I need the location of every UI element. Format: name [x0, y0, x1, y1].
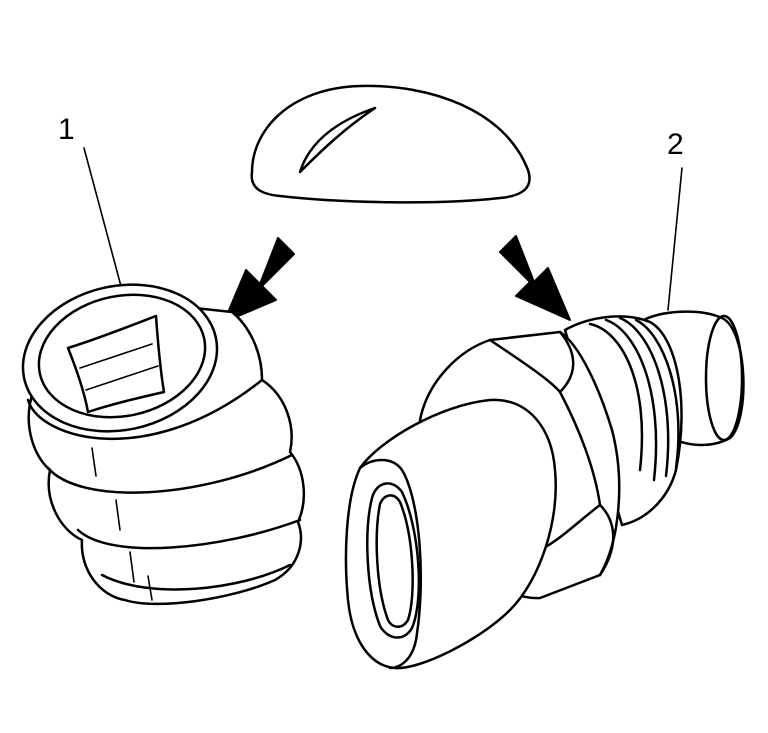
callout-label-2: 2 — [667, 128, 684, 161]
arrow-to-plug — [223, 237, 295, 323]
leader-line-2 — [667, 167, 683, 311]
threaded-plug — [21, 283, 305, 606]
leader-line-1 — [83, 147, 123, 291]
sealant-dab — [250, 84, 531, 204]
temperature-sensor — [344, 310, 745, 670]
callout-label-1: 1 — [58, 113, 75, 146]
arrow-to-sensor — [499, 235, 571, 321]
